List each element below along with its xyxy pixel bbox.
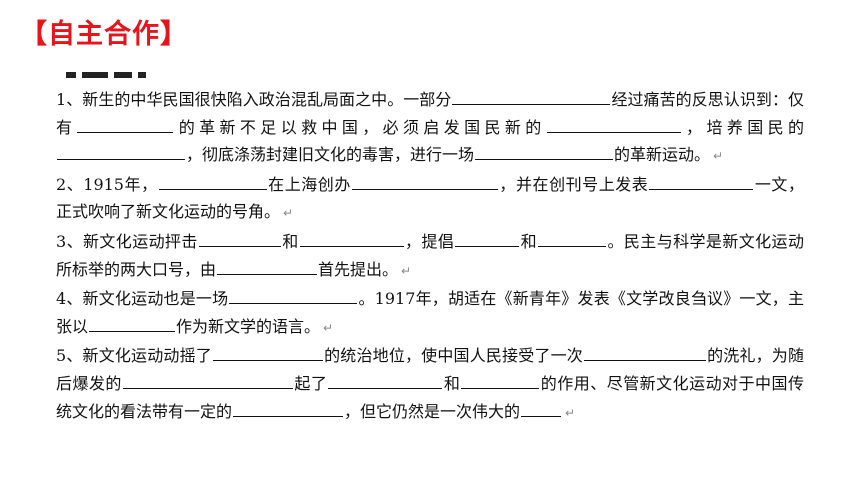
fill-in-exercise-list: 1、新生的中华民国很快陷入政治混乱局面之中。一部分经过痛苦的反思认识到：仅有的革… <box>56 86 804 427</box>
exercise-item-2: 2、1915年， 在上海创办 ，并在创刊号上发表一文，正式吹响了新文化运动的号角。↵ <box>56 171 804 228</box>
exercise-text: ，培养国民的 <box>681 117 804 137</box>
return-mark-icon: ↵ <box>401 263 412 278</box>
exercise-text: 的作用、尽管新文化运动对于中国传统文化的看法带有一定的 <box>56 373 804 421</box>
exercise-text: 。1917年，胡适在《新青年》发表《文学改良刍议》一文，主张以 <box>56 289 804 336</box>
exercise-text: 2、1915年， <box>56 174 158 194</box>
exercise-item-3: 3、新文化运动抨击 和 ，提倡 和。民主与科学是新文化运动所标举的两大口号，由首先提出… <box>56 228 804 285</box>
answer-blank[interactable] <box>583 345 706 362</box>
answer-blank[interactable] <box>452 89 611 105</box>
exercise-text: 在上海创办 <box>267 174 351 194</box>
exercise-text: 的革新不足以救中国，必须启发国民新的 <box>174 117 546 137</box>
exercise-item-4: 4、新文化运动也是一场。1917年，胡适在《新青年》发表《文学改良刍议》一文，主… <box>56 285 804 342</box>
answer-blank[interactable] <box>198 231 281 247</box>
return-mark-icon: ↵ <box>713 149 724 164</box>
answer-blank[interactable] <box>217 259 318 275</box>
exercise-text: ，提倡 <box>404 231 455 251</box>
return-mark-icon: ↵ <box>565 405 576 420</box>
answer-blank[interactable] <box>538 231 607 247</box>
answer-blank[interactable] <box>475 144 614 161</box>
answer-blank[interactable] <box>229 288 358 305</box>
exercise-text: 起了 <box>293 373 328 393</box>
exercise-text: 的革新运动。 <box>614 145 711 165</box>
answer-blank[interactable] <box>299 231 404 247</box>
answer-blank[interactable] <box>461 373 540 389</box>
exercise-text: 。民主与科学是新文化运动所标举的两大口号，由 <box>56 231 804 279</box>
answer-blank[interactable] <box>158 174 267 190</box>
exercise-item-1: 1、新生的中华民国很快陷入政治混乱局面之中。一部分经过痛苦的反思认识到：仅有的革… <box>56 86 804 171</box>
answer-blank[interactable] <box>546 117 681 133</box>
exercise-text: 作为新文学的语言。 <box>176 316 321 336</box>
answer-blank[interactable] <box>521 401 562 417</box>
answer-blank[interactable] <box>649 174 754 190</box>
exercise-text: 1、新生的中华民国很快陷入政治混乱局面之中。一部分 <box>56 90 452 109</box>
answer-blank[interactable] <box>233 401 344 417</box>
answer-blank[interactable] <box>57 144 185 161</box>
answer-blank[interactable] <box>328 373 443 389</box>
answer-blank[interactable] <box>122 373 293 389</box>
exercise-text: 的统治地位，使中国人民接受了一次 <box>323 346 583 366</box>
exercise-text: 和 <box>520 231 538 251</box>
answer-blank[interactable] <box>89 316 176 332</box>
cropped-text-remnant <box>66 72 150 78</box>
section-heading: 【自主合作】 <box>20 19 188 50</box>
exercise-text: ，并在创刊号上发表 <box>498 174 649 194</box>
exercise-text: 一文，正式吹响了新文化运动的号角。 <box>56 174 804 222</box>
exercise-text: 3、新文化运动抨击 <box>56 231 198 251</box>
answer-blank[interactable] <box>455 231 520 247</box>
exercise-text: 和 <box>281 231 299 251</box>
exercise-text: ，但它仍然是一次伟大的 <box>344 401 521 421</box>
answer-blank[interactable] <box>351 174 498 190</box>
return-mark-icon: ↵ <box>323 320 334 335</box>
exercise-text: 首先提出。 <box>318 259 399 279</box>
exercise-text: ，彻底涤荡封建旧文化的毒害，进行一场 <box>186 145 475 165</box>
exercise-text: 经过痛苦的反思认识到：仅有 <box>56 90 804 137</box>
exercise-text: 4、新文化运动也是一场 <box>56 289 229 309</box>
exercise-text: 的洗礼，为随后爆发的 <box>56 346 804 393</box>
return-mark-icon: ↵ <box>283 206 294 221</box>
exercise-text: 5、新文化运动动摇了 <box>56 346 212 366</box>
exercise-text: 和 <box>443 373 461 393</box>
answer-blank[interactable] <box>212 345 323 362</box>
answer-blank[interactable] <box>77 117 174 133</box>
exercise-item-5: 5、新文化运动动摇了 的统治地位，使中国人民接受了一次的洗礼，为随后爆发的起了 和的… <box>56 342 804 427</box>
